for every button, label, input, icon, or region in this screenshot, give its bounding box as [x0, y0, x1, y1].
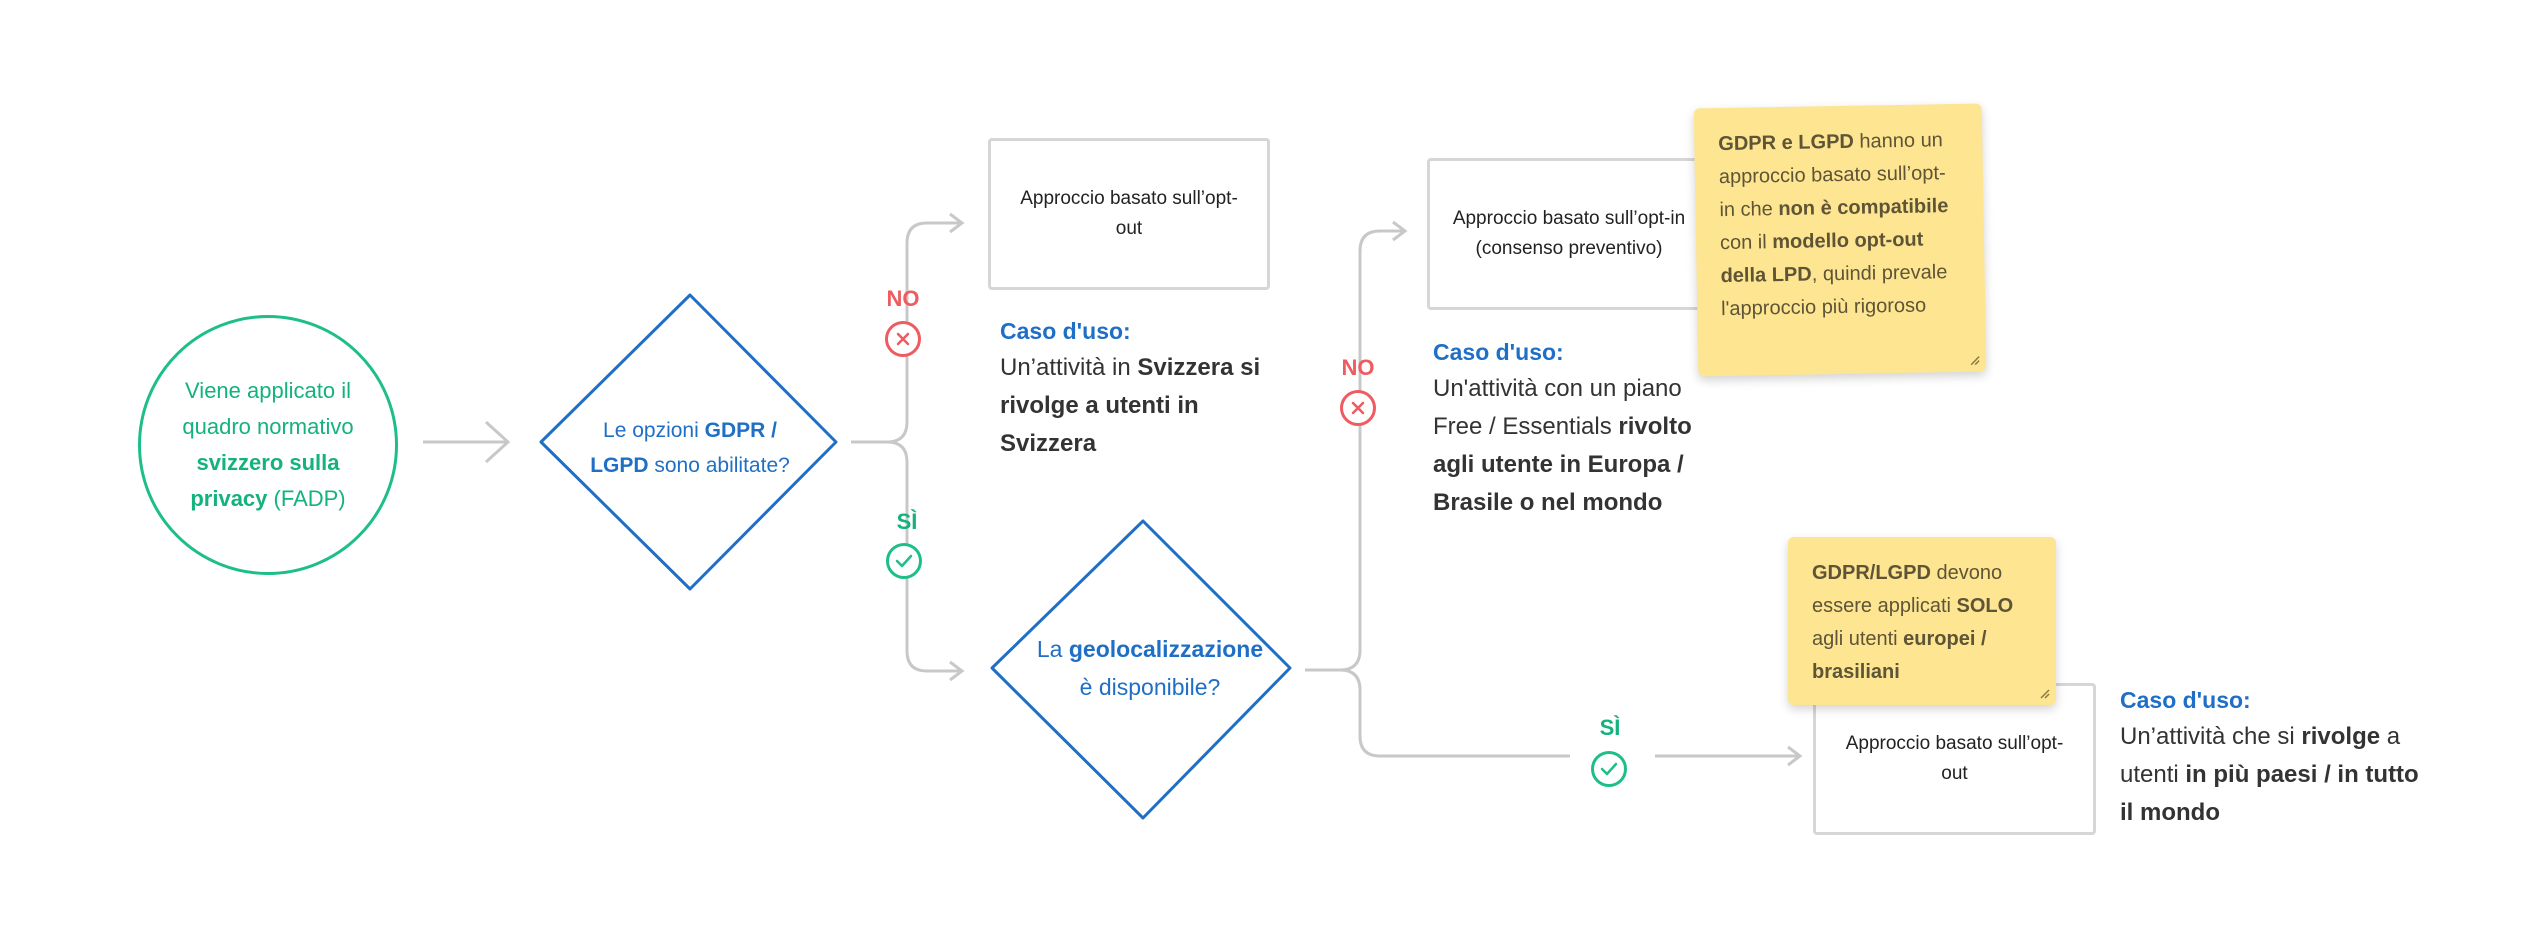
check-circle-icon: [886, 543, 922, 579]
resize-grip-icon[interactable]: [1968, 354, 1980, 366]
use-case-multi-country: Caso d'uso: Un’attività che si rivolge a…: [2120, 682, 2420, 832]
text-run: Svizzera si rivolge a utenti in Svizzera: [1000, 354, 1261, 457]
text-run: (FADP): [267, 486, 346, 511]
text-run: GDPR e LGPD: [1718, 130, 1855, 156]
decision-gdpr-label: Le opzioni GDPR / LGPD sono abilitate?: [580, 380, 800, 515]
decision-geo-text: La geolocalizzazione è disponibile?: [1030, 630, 1270, 706]
sticky-note-gdpr-lgpd[interactable]: GDPR e LGPD hanno un approccio basato su…: [1693, 103, 1987, 377]
use-case-free-plan: Caso d'uso: Un'attività con un piano Fre…: [1433, 334, 1713, 522]
sticky-note-text: GDPR e LGPD hanno un approccio basato su…: [1718, 129, 1948, 320]
text-run: sono abilitate?: [648, 453, 790, 477]
arrowhead-gdpr-no: [949, 212, 965, 234]
sticky-note-only-eu-br[interactable]: GDPR/LGPD devono essere applicati SOLO a…: [1788, 537, 2056, 705]
branch-label-si-1: SÌ: [896, 509, 918, 534]
text-run: in più paesi / in tutto il mondo: [2120, 761, 2419, 826]
text-run: Viene applicato il quadro normativo: [182, 378, 354, 439]
resize-grip-icon[interactable]: [2038, 687, 2050, 699]
arrowhead-geo-no: [1392, 220, 1408, 242]
text-run: rivolge: [2301, 723, 2381, 750]
text-run: agli utenti: [1812, 628, 1904, 650]
text-run: Le opzioni: [603, 418, 705, 442]
check-circle-icon: [1591, 751, 1627, 787]
branch-label-si-2: SÌ: [1599, 715, 1621, 740]
text-run: geolocalizzazione: [1068, 635, 1264, 662]
text-run: non è compatibile: [1778, 195, 1949, 221]
outcome-optout-text-1: Approccio basato sull’opt-out: [1020, 188, 1238, 239]
x-circle-icon: [1340, 390, 1376, 426]
use-case-body: Un’attività che si rivolge a utenti in p…: [2120, 723, 2419, 826]
check-icon: [895, 554, 913, 568]
check-icon: [1600, 762, 1618, 776]
text-run: svizzero sulla privacy: [190, 450, 340, 511]
start-node: Viene applicato il quadro normativo sviz…: [138, 315, 398, 575]
start-node-text: Viene applicato il quadro normativo sviz…: [161, 373, 375, 517]
use-case-title: Caso d'uso:: [2120, 687, 2251, 713]
text-run: SOLO: [1956, 595, 2014, 617]
text-run: europei / brasiliani: [1812, 628, 1987, 683]
x-icon: [1351, 401, 1365, 415]
text-run: con il: [1719, 231, 1773, 255]
arrowhead-geo-si: [1787, 745, 1803, 767]
arrowhead-gdpr-si: [949, 660, 965, 682]
text-run: rivolto agli utente in Europa / Brasile …: [1433, 413, 1692, 516]
text-run: è disponibile?: [1079, 673, 1221, 700]
outcome-optout-box-1: Approccio basato sull’opt-out: [988, 138, 1270, 290]
outcome-optin-text: Approccio basato sull’opt-in (consenso p…: [1452, 208, 1686, 259]
connector-geo-no-branch: [1339, 229, 1405, 672]
x-circle-icon: [885, 321, 921, 357]
outcome-optout-text-2: Approccio basato sull’opt-out: [1845, 733, 2064, 784]
text-run: Un'attività con un piano Free / Essentia…: [1433, 375, 1682, 440]
decision-geo-label: La geolocalizzazione è disponibile?: [1030, 600, 1270, 735]
outcome-optout-box-2: Approccio basato sull’opt-out: [1813, 683, 2096, 835]
decision-gdpr-text: Le opzioni GDPR / LGPD sono abilitate?: [580, 413, 800, 483]
text-run: Un’attività in: [1000, 354, 1138, 381]
arrowhead-start-to-gdpr: [484, 420, 511, 464]
text-run: GDPR / LGPD: [590, 418, 777, 477]
outcome-optin-box: Approccio basato sull’opt-in (consenso p…: [1427, 158, 1711, 310]
sticky-note-text: GDPR/LGPD devono essere applicati SOLO a…: [1812, 562, 2013, 683]
use-case-switzerland: Caso d'uso: Un’attività in Svizzera si r…: [1000, 313, 1262, 463]
text-run: Un’attività che si: [2120, 723, 2302, 750]
use-case-title: Caso d'uso:: [1000, 318, 1131, 344]
use-case-title: Caso d'uso:: [1433, 339, 1564, 365]
text-run: La: [1036, 635, 1069, 662]
branch-label-no-2: NO: [1341, 355, 1375, 380]
text-run: devono essere applicati: [1812, 562, 2003, 617]
text-run: GDPR/LGPD: [1812, 562, 1931, 584]
use-case-body: Un’attività in Svizzera si rivolge a ute…: [1000, 354, 1260, 457]
text-run: a utenti: [2120, 723, 2401, 788]
use-case-body: Un'attività con un piano Free / Essentia…: [1433, 375, 1692, 516]
x-icon: [896, 332, 910, 346]
branch-label-no-1: NO: [886, 286, 920, 311]
connector-geo-si-branch: [1339, 668, 1570, 758]
